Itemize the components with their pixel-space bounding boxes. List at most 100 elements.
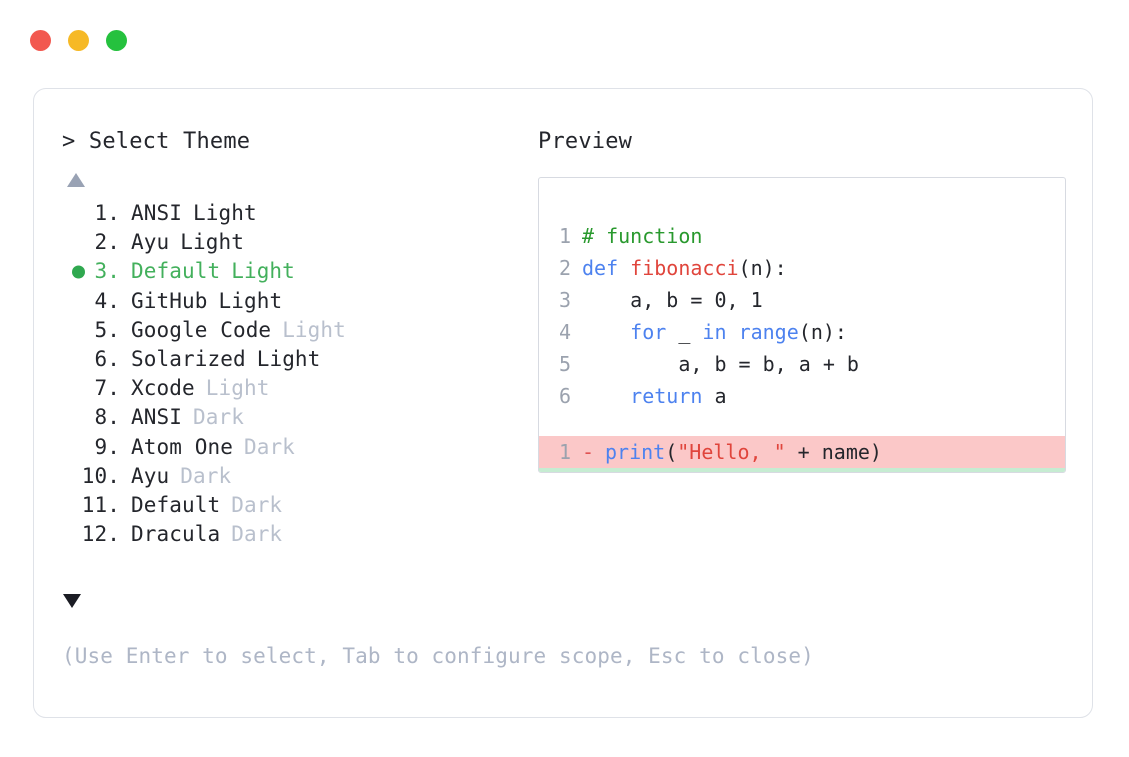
code-token: a, b = 0, 1 [582, 288, 763, 312]
code-line-text: return a [582, 380, 727, 412]
theme-item-index: 1. [94, 201, 120, 225]
code-token: ( [665, 440, 678, 464]
code-line-text: for _ in range(n): [582, 316, 847, 348]
theme-item-name: GitHub [131, 288, 208, 313]
diff-sign: + [582, 468, 594, 472]
maximize-window-button[interactable] [106, 30, 127, 51]
code-token: (n): [738, 256, 787, 280]
scroll-up-arrow-icon[interactable] [67, 173, 85, 187]
code-token: f"Hello, {name}!" [677, 472, 882, 473]
theme-item-name: ANSI [131, 405, 182, 430]
code-line: 4 for _ in range(n): [539, 316, 1065, 348]
theme-item-name: Ayu [131, 463, 170, 488]
code-line-text: a, b = b, a + b [582, 348, 859, 380]
theme-item-index: 3. [94, 259, 120, 284]
code-line: 3 a, b = 0, 1 [539, 284, 1065, 316]
line-number: 1 [549, 468, 571, 472]
line-number: 1 [558, 440, 571, 464]
theme-list-item[interactable]: 7. Xcode Light [62, 374, 522, 403]
theme-item-index: 5. [94, 317, 120, 342]
theme-item-name: Default [131, 259, 221, 284]
code-token: + name) [785, 440, 882, 464]
preview-label: Preview [538, 129, 633, 154]
code-token: # function [582, 224, 703, 248]
preview-column: Preview [538, 127, 1068, 157]
theme-list-item[interactable]: 11. Default Dark [62, 491, 522, 520]
code-token [582, 320, 630, 344]
list-item-marker [72, 236, 85, 249]
code-spacer [539, 412, 1065, 436]
theme-item-variant: Dark [231, 522, 283, 547]
code-token: def [582, 256, 631, 280]
list-item-marker [72, 382, 85, 395]
diff-line-add: 1+print(f"Hello, {name}!") [539, 468, 1065, 473]
keyboard-hint: (Use Enter to select, Tab to configure s… [62, 644, 814, 668]
code-line: 1# function [539, 220, 1065, 252]
theme-item-variant: Light [231, 259, 295, 284]
code-token: in [702, 320, 727, 344]
theme-item-variant: Dark [192, 405, 244, 430]
list-item-marker [72, 207, 85, 220]
scroll-down-arrow-icon[interactable] [63, 594, 81, 608]
theme-item-name: Xcode [131, 376, 195, 401]
theme-item-index: 7. [94, 376, 120, 401]
list-item-marker [72, 295, 85, 308]
theme-list-item[interactable]: 3. Default Light [62, 257, 522, 286]
window-titlebar [30, 30, 127, 51]
theme-item-name: Solarized [131, 346, 246, 371]
code-line-text: def fibonacci(n): [582, 252, 787, 284]
minimize-window-button[interactable] [68, 30, 89, 51]
theme-list-item[interactable]: 10. Ayu Dark [62, 462, 522, 491]
code-token: (n): [798, 320, 847, 344]
theme-item-index: 6. [94, 346, 120, 371]
code-token: for [630, 320, 667, 344]
theme-item-index: 10. [81, 463, 120, 488]
list-item-marker [72, 324, 85, 337]
code-token [582, 384, 630, 408]
code-token: "Hello, " [677, 440, 786, 464]
theme-item-variant: Dark [180, 463, 232, 488]
close-window-button[interactable] [30, 30, 51, 51]
diff-sign: - [582, 440, 595, 464]
theme-item-variant: Dark [231, 492, 283, 517]
list-item-marker [72, 441, 85, 454]
code-line: 5 a, b = b, a + b [539, 348, 1065, 380]
list-item-marker [72, 353, 85, 366]
theme-list-item[interactable]: 5. Google Code Light [62, 316, 522, 345]
theme-item-index: 9. [94, 434, 120, 459]
theme-item-name: Ayu [131, 230, 170, 255]
theme-item-name: Default [131, 492, 221, 517]
theme-item-variant: Light [256, 346, 321, 371]
code-token: a [702, 384, 727, 408]
code-token [727, 320, 739, 344]
code-token: ) [882, 472, 894, 473]
line-number: 5 [558, 352, 571, 376]
select-theme-prompt: > Select Theme [62, 129, 251, 154]
theme-list-column: > Select Theme [62, 127, 532, 157]
theme-list-item[interactable]: 6. Solarized Light [62, 345, 522, 374]
theme-item-index: 11. [81, 492, 120, 517]
list-item-marker [72, 411, 85, 424]
line-number: 6 [558, 384, 571, 408]
theme-item-variant: Light [180, 230, 244, 255]
theme-item-variant: Light [282, 317, 346, 342]
theme-item-name: Google Code [131, 317, 272, 342]
code-line: 6 return a [539, 380, 1065, 412]
theme-item-variant: Light [205, 376, 270, 401]
code-token: return [630, 384, 703, 408]
code-token: range [738, 320, 799, 344]
list-item-marker [72, 499, 85, 512]
code-line-text: print("Hello, " + name) [605, 436, 882, 468]
diff-line-del: 1-print("Hello, " + name) [539, 436, 1065, 468]
list-item-marker [72, 470, 85, 483]
theme-item-variant: Dark [243, 434, 295, 459]
